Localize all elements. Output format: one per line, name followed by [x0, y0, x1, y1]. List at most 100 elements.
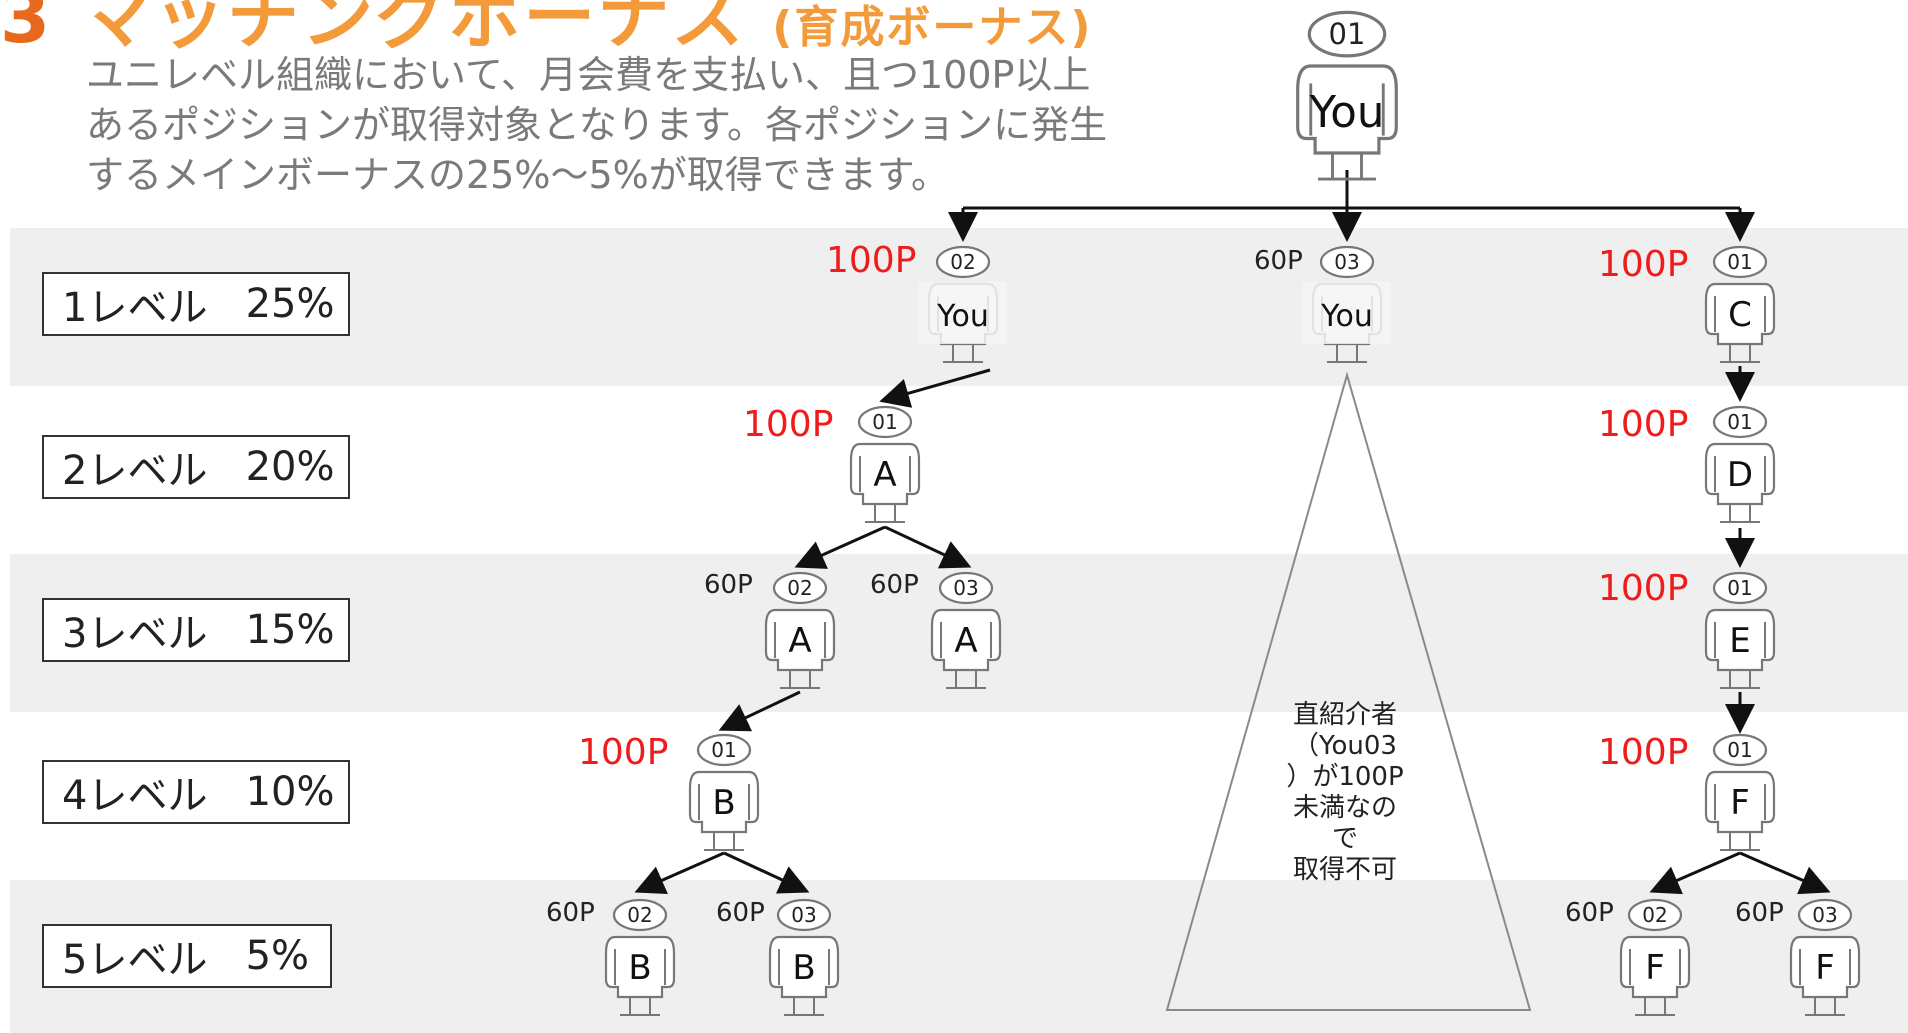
- points-label: 100P: [743, 404, 834, 445]
- figure-head: [612, 898, 668, 932]
- position-number: 03: [791, 903, 816, 927]
- member-name: F: [1645, 948, 1665, 988]
- points-label: 60P: [870, 570, 919, 600]
- position-number: 03: [953, 576, 978, 600]
- figure-head: [938, 571, 994, 605]
- figure-body: [1704, 282, 1776, 346]
- connector: [723, 851, 810, 894]
- level-label: 3レベル: [62, 611, 208, 657]
- figure-head: [1712, 245, 1768, 279]
- note-line: （You03: [1293, 731, 1397, 761]
- figure-body: [1789, 935, 1861, 999]
- figure-head: [1712, 405, 1768, 439]
- position-number: 03: [1334, 250, 1359, 274]
- level-box-1: 1レベル 25%: [42, 272, 350, 336]
- points-label: 100P: [1598, 568, 1689, 609]
- points-label: 60P: [704, 570, 753, 600]
- note-line: ）が100P: [1286, 762, 1404, 792]
- member-figure-l3a3: 03A: [930, 571, 1002, 689]
- ineligible-triangle: [1165, 371, 1532, 1011]
- member-name: You: [1320, 299, 1373, 334]
- position-number: 01: [1727, 738, 1752, 762]
- member-name: D: [1727, 455, 1753, 495]
- position-number: 02: [627, 903, 652, 927]
- member-name: E: [1729, 621, 1750, 661]
- figure-body: [1296, 64, 1398, 155]
- figure-head: [776, 898, 832, 932]
- points-label: 60P: [1735, 898, 1784, 928]
- level-rate: 15%: [245, 607, 335, 653]
- position-number: 01: [1727, 410, 1752, 434]
- level-box-2: 2レベル 20%: [42, 435, 350, 499]
- member-name: A: [788, 621, 811, 661]
- level-box-4: 4レベル 10%: [42, 760, 350, 824]
- member-figure-l4f: 01F: [1704, 733, 1776, 851]
- figure-head: [935, 245, 991, 279]
- level-rate: 5%: [245, 933, 310, 979]
- description-line: あるポジションが取得対象となります。各ポジションに発生: [86, 103, 1108, 147]
- name-highlight: [919, 282, 1007, 344]
- ineligible-note: 直紹介者 （You03 ）が100P 未満なの で 取得不可: [1280, 700, 1410, 886]
- figure-head: [1797, 898, 1853, 932]
- level-box-5: 5レベル 5%: [42, 924, 332, 988]
- member-name: F: [1730, 783, 1750, 823]
- member-name: B: [628, 948, 651, 988]
- member-figure-l5f2: 02F: [1619, 898, 1691, 1016]
- figure-body: [1619, 935, 1691, 999]
- member-name: F: [1815, 948, 1835, 988]
- level-label: 1レベル: [62, 285, 208, 331]
- figure-body: [768, 935, 840, 999]
- member-name: C: [1728, 295, 1752, 335]
- position-number: 01: [1727, 250, 1752, 274]
- figure-head: [772, 571, 828, 605]
- level-label: 4レベル: [62, 773, 208, 819]
- position-number: 02: [787, 576, 812, 600]
- member-name: B: [712, 783, 735, 823]
- level-label: 2レベル: [62, 448, 208, 494]
- member-name: B: [792, 948, 815, 988]
- figure-head: [1319, 245, 1375, 279]
- points-label: 60P: [716, 898, 765, 928]
- member-figure-l2a: 01A: [849, 405, 921, 523]
- figure-head: [1627, 898, 1683, 932]
- position-number: 01: [1727, 576, 1752, 600]
- level-rate: 10%: [245, 769, 335, 815]
- position-number: 01: [1329, 17, 1366, 51]
- points-label: 100P: [578, 732, 669, 773]
- member-name: A: [873, 455, 896, 495]
- level-rate: 20%: [245, 444, 335, 490]
- member-name: You: [1309, 88, 1385, 138]
- member-figure-l5b3: 03B: [768, 898, 840, 1016]
- member-figure-l2d: 01D: [1704, 405, 1776, 523]
- figure-body: [688, 770, 760, 834]
- points-label: 100P: [826, 240, 917, 281]
- member-figure-l1c: 01C: [1704, 245, 1776, 363]
- figure-head: [857, 405, 913, 439]
- figure-body: [604, 935, 676, 999]
- figure-head: [1712, 733, 1768, 767]
- connector: [1649, 851, 1741, 895]
- title-sub: (育成ボーナス): [772, 2, 1093, 53]
- figure-head: [1307, 10, 1387, 58]
- position-number: 01: [711, 738, 736, 762]
- figure-body: [849, 442, 921, 506]
- connector: [634, 851, 725, 895]
- level-rate: 25%: [245, 281, 335, 327]
- level-box-3: 3レベル 15%: [42, 598, 350, 662]
- description-line: するメインボーナスの25%～5%が取得できます。: [86, 153, 949, 197]
- title-number: 3: [0, 0, 53, 59]
- connector: [718, 690, 801, 732]
- figure-head: [1712, 571, 1768, 605]
- connector: [884, 525, 972, 569]
- member-figure-l3a2: 02A: [764, 571, 836, 689]
- figure-body: [1704, 442, 1776, 506]
- points-label: 100P: [1598, 732, 1689, 773]
- position-number: 02: [1642, 903, 1667, 927]
- figure-body: [930, 608, 1002, 672]
- member-name: You: [936, 299, 989, 334]
